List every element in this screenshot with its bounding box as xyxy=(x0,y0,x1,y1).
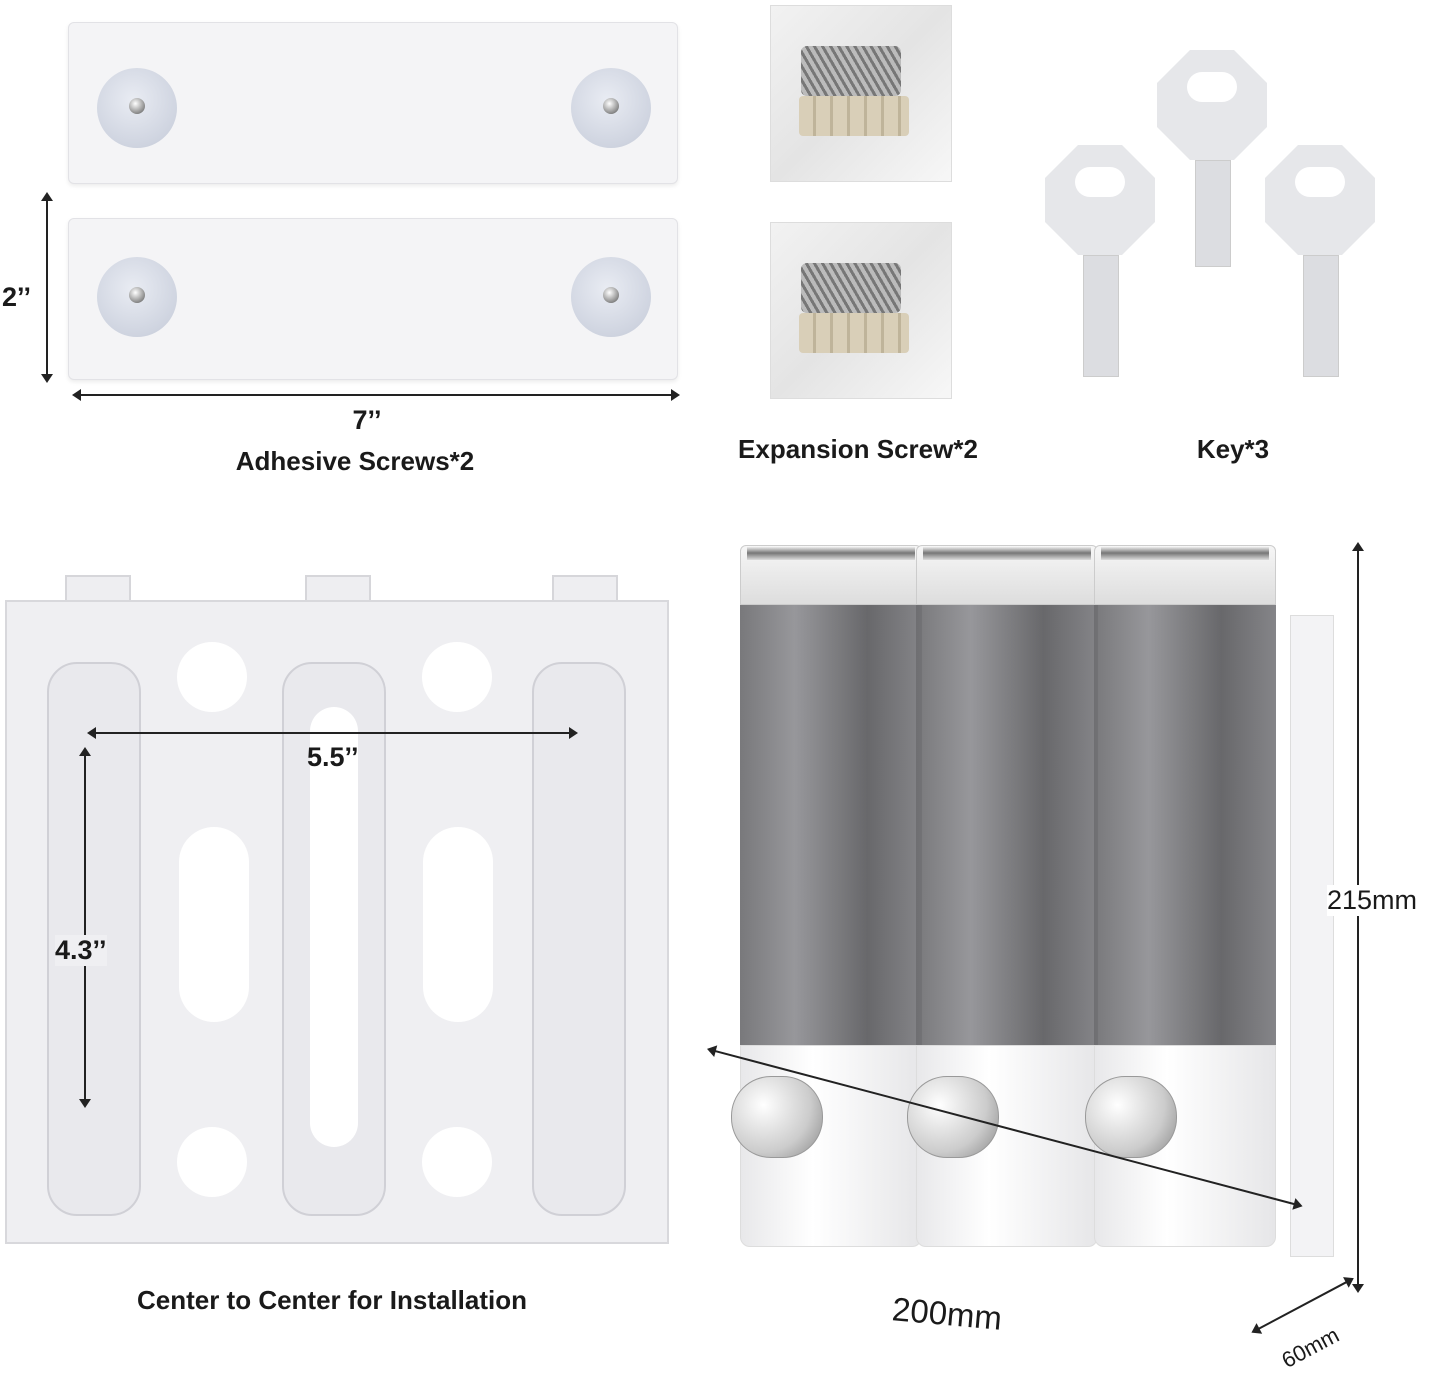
bracket-hole xyxy=(422,1127,492,1197)
keys-label: Key*3 xyxy=(1196,434,1270,464)
key xyxy=(1265,145,1375,377)
bracket-oval-hole xyxy=(310,707,358,1147)
bracket-vertical-dim: 4.3’’ xyxy=(55,935,107,966)
height-arrow xyxy=(41,192,53,383)
pump-button xyxy=(731,1076,823,1158)
screw-bag xyxy=(770,222,952,399)
bracket-hole xyxy=(177,642,247,712)
bracket-hole xyxy=(177,1127,247,1197)
mounting-bracket xyxy=(5,600,669,1244)
dispenser-chamber xyxy=(907,545,1098,1247)
pump-button xyxy=(907,1076,999,1158)
adhesive-plate xyxy=(68,22,678,184)
pump-button xyxy=(1085,1076,1177,1158)
bracket-oval-hole xyxy=(423,827,493,1022)
adhesive-height-dim: 2’’ xyxy=(2,282,32,312)
wall-plate xyxy=(1290,615,1334,1257)
bracket-hole xyxy=(422,642,492,712)
suction-cup xyxy=(571,68,651,148)
expansion-label: Expansion Screw*2 xyxy=(738,434,978,464)
adhesive-width-dim: 7’’ xyxy=(352,405,382,435)
dispenser-width-dim: 200mm xyxy=(890,1290,1004,1337)
dispenser-depth-arrow xyxy=(1258,1281,1348,1330)
suction-cup xyxy=(97,257,177,337)
adhesive-plate xyxy=(68,218,678,380)
bracket-slot xyxy=(532,662,626,1216)
horizontal-arrow xyxy=(87,727,578,739)
suction-cup xyxy=(97,68,177,148)
dispenser-height-arrow xyxy=(1352,542,1364,1293)
screw-bag xyxy=(770,5,952,182)
bracket-horizontal-dim: 5.5’’ xyxy=(307,742,359,772)
bracket-oval-hole xyxy=(179,827,249,1022)
vertical-arrow xyxy=(79,747,91,1108)
dispenser-height-dim: 215mm xyxy=(1327,885,1418,916)
adhesive-label: Adhesive Screws*2 xyxy=(235,446,475,476)
width-arrow xyxy=(72,389,680,401)
bracket-label: Center to Center for Installation xyxy=(136,1285,528,1315)
dispenser-chamber xyxy=(1085,545,1276,1247)
dispenser-depth-dim: 60mm xyxy=(1277,1322,1344,1373)
dispenser-chamber xyxy=(731,545,922,1247)
key xyxy=(1157,50,1267,267)
suction-cup xyxy=(571,257,651,337)
key xyxy=(1045,145,1155,377)
